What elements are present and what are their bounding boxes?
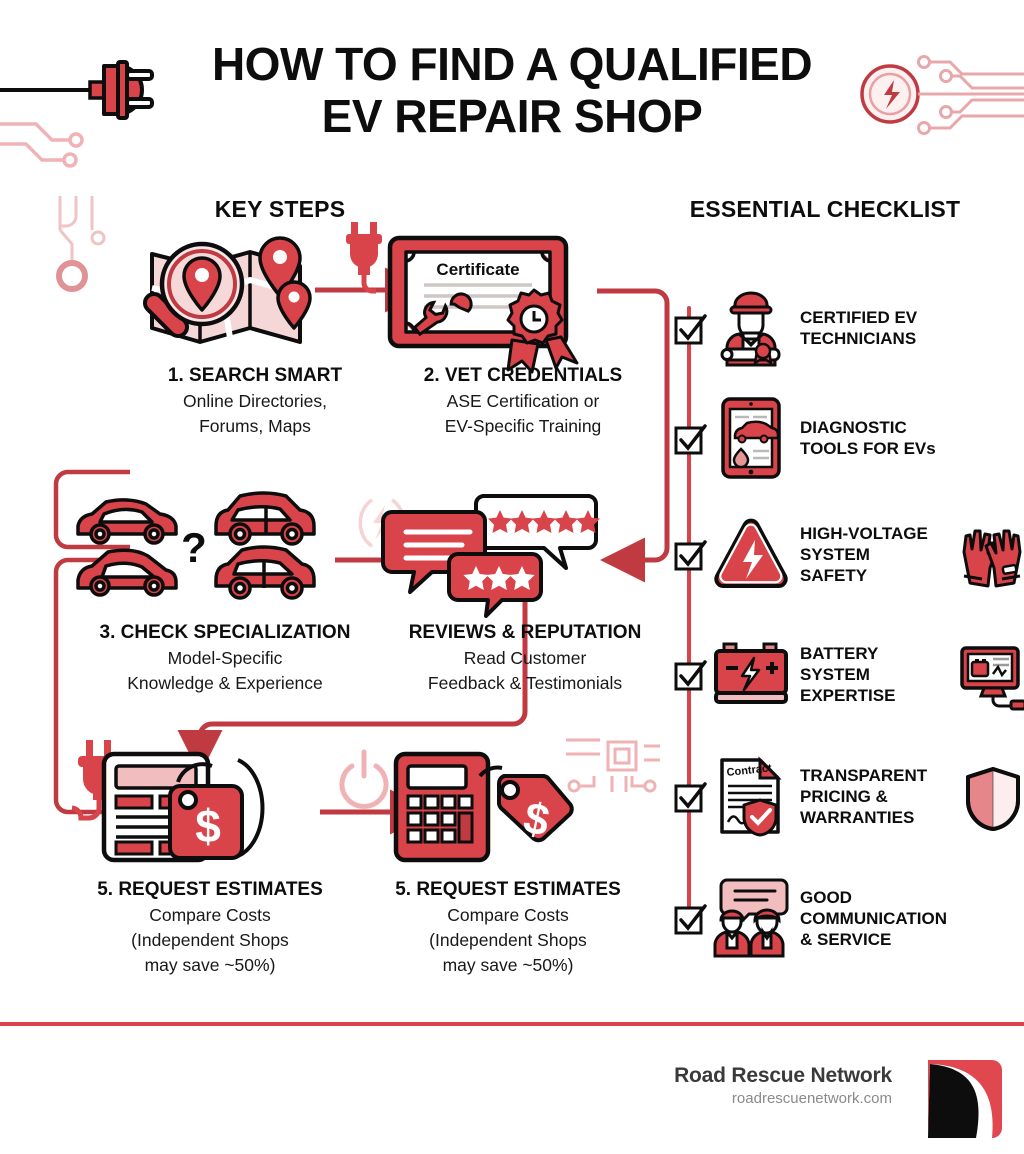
- step-subtitle-line-2: Forums, Maps: [199, 416, 311, 436]
- four-cars-question-mark-icon: ?: [60, 490, 390, 615]
- key-steps-heading: KEY STEPS: [214, 196, 346, 222]
- checklist-item-high-voltage-safety[interactable]: HIGH-VOLTAGE SYSTEM SAFETY: [660, 510, 1024, 598]
- checkbox-icon[interactable]: [674, 781, 707, 813]
- battery-icon: [712, 642, 790, 706]
- checklist-label-line-1: HIGH-VOLTAGE: [800, 523, 928, 543]
- monitor-diagnostic-icon: [956, 646, 1024, 711]
- step-subtitle-line-1: Compare Costs: [447, 905, 569, 925]
- step-card-reviews-reputation: REVIEWS & REPUTATION Read Customer Feedb…: [380, 490, 670, 695]
- certificate-wrench-ribbon-icon: Certificate: [378, 228, 668, 374]
- technician-diploma-icon: [712, 289, 790, 367]
- checkbox-icon[interactable]: [674, 903, 707, 935]
- checklist-label-line-2: TOOLS FOR EVs: [800, 439, 936, 458]
- checklist-spine: [687, 306, 691, 918]
- step-subtitle-line-3: may save ~50%): [144, 955, 276, 975]
- checklist-label-line-3: EXPERTISE: [800, 685, 896, 705]
- step-title: REVIEWS & REPUTATION: [408, 622, 642, 643]
- step-title: 1. SEARCH SMART: [167, 365, 343, 386]
- checklist-label-line-3: SAFETY: [800, 565, 868, 585]
- checkbox-icon[interactable]: [674, 659, 707, 691]
- step-subtitle-line-2: Knowledge & Experience: [127, 673, 323, 693]
- checklist-label-line-2: COMMUNICATION: [800, 908, 947, 928]
- step-subtitle-line-1: ASE Certification or: [446, 391, 600, 411]
- two-people-speech-icon: [712, 878, 790, 958]
- checklist-label-line-1: TRANSPARENT: [800, 765, 928, 785]
- step-card-search-smart: 1. SEARCH SMART Online Directories, Foru…: [110, 228, 400, 438]
- step-title: 5. REQUEST ESTIMATES: [395, 879, 621, 900]
- checklist-label-line-2: TECHNICIANS: [800, 329, 917, 348]
- checklist-label-line-1: BATTERY: [800, 643, 879, 663]
- gear-circuit-watermark-icon: [56, 196, 106, 292]
- checklist-label: TRANSPARENT PRICING & WARRANTIES: [800, 765, 927, 828]
- brand-block: Road Rescue Network roadrescuenetwork.co…: [674, 1064, 892, 1107]
- checklist-label-line-3: WARRANTIES: [800, 807, 915, 827]
- speech-bubbles-stars-icon: [380, 490, 670, 618]
- step-card-check-specialization: ? 3. CHECK SPECIALIZATION Model-Specific…: [60, 490, 390, 695]
- footer: Road Rescue Network roadrescuenetwork.co…: [0, 1050, 1024, 1154]
- footer-divider: [0, 1022, 1024, 1026]
- checklist-item-transparent-pricing[interactable]: Contract TRANSPARENT PRICING & WARRANTIE…: [660, 752, 1024, 840]
- checklist-label-line-2: PRICING &: [800, 786, 888, 806]
- contract-label: Contract: [726, 762, 773, 779]
- step-subtitle-line-2: (Independent Shops: [429, 930, 587, 950]
- power-plug-icon: [0, 52, 160, 172]
- checklist-heading: ESSENTIAL CHECKLIST: [689, 196, 961, 222]
- plug-connector-icon: [340, 222, 390, 294]
- checklist-item-good-communication[interactable]: GOOD COMMUNICATION & SERVICE: [660, 874, 1024, 962]
- lightning-badge-circuit-icon: [854, 44, 1024, 174]
- checklist-label-line-1: CERTIFIED EV: [800, 308, 918, 327]
- step-subtitle-line-3: may save ~50%): [442, 955, 574, 975]
- step-title: 3. CHECK SPECIALIZATION: [99, 622, 351, 643]
- checklist-label-line-1: GOOD: [800, 887, 852, 907]
- question-mark-label: ?: [181, 524, 207, 571]
- road-rescue-network-logo: [922, 1060, 1002, 1138]
- map-magnifier-pin-icon: [110, 228, 400, 358]
- brand-url: roadrescuenetwork.com: [731, 1090, 892, 1107]
- step-subtitle-line-1: Read Customer: [463, 648, 587, 668]
- title-line-1: HOW TO FIND A QUALIFIED: [211, 38, 813, 90]
- checklist-label-line-2: SYSTEM: [800, 544, 870, 564]
- checklist-label-line-2: SYSTEM: [800, 664, 870, 684]
- calculator-dollar-tag-icon: $: [358, 742, 658, 872]
- page-title: HOW TO FIND A QUALIFIED EV REPAIR SHOP: [0, 38, 1024, 142]
- checkbox-icon[interactable]: [674, 313, 707, 345]
- checklist-label: HIGH-VOLTAGE SYSTEM SAFETY: [800, 523, 928, 586]
- checklist-label-line-3: & SERVICE: [800, 929, 892, 949]
- step-subtitle-line-2: EV-Specific Training: [444, 416, 602, 436]
- checklist-item-battery-expertise[interactable]: BATTERY SYSTEM EXPERTISE: [660, 630, 1024, 718]
- title-line-2: EV REPAIR SHOP: [321, 90, 703, 142]
- tablet-diagnostic-icon: [712, 397, 790, 479]
- header: HOW TO FIND A QUALIFIED EV REPAIR SHOP: [0, 0, 1024, 170]
- checklist-label: CERTIFIED EV TECHNICIANS: [800, 307, 917, 349]
- checklist-label: BATTERY SYSTEM EXPERTISE: [800, 643, 895, 706]
- step-card-request-estimates-invoice: $ 5. REQUEST ESTIMATES Compare Costs (In…: [60, 742, 360, 977]
- step-subtitle-line-1: Model-Specific: [167, 648, 283, 668]
- step-subtitle-line-1: Compare Costs: [149, 905, 271, 925]
- checklist-label: DIAGNOSTIC TOOLS FOR EVs: [800, 417, 936, 459]
- shield-icon: [964, 766, 1022, 832]
- certificate-label: Certificate: [436, 260, 519, 279]
- checklist-item-certified-ev-technicians[interactable]: CERTIFIED EV TECHNICIANS: [660, 284, 1024, 372]
- step-card-vet-credentials: Certificate 2. VET CREDENTIALS ASE Certi: [378, 228, 668, 438]
- step-card-request-estimates-calculator: $ 5. REQUEST ESTIMATES Compare Costs (In…: [358, 742, 658, 977]
- step-subtitle-line-2: Feedback & Testimonials: [427, 673, 623, 693]
- checkbox-icon[interactable]: [674, 423, 707, 455]
- checklist-label-line-1: DIAGNOSTIC: [800, 418, 907, 437]
- step-subtitle-line-1: Online Directories,: [183, 391, 327, 411]
- contract-shield-icon: Contract: [712, 756, 790, 837]
- svg-text:$: $: [195, 800, 221, 852]
- essential-checklist: CERTIFIED EV TECHNICIANS: [660, 262, 1024, 962]
- step-title: 5. REQUEST ESTIMATES: [97, 879, 323, 900]
- safety-gloves-icon: [956, 524, 1024, 594]
- invoice-dollar-tag-icon: $: [60, 742, 360, 872]
- hazard-triangle-icon: [712, 518, 790, 590]
- step-title: 2. VET CREDENTIALS: [423, 365, 623, 386]
- checkbox-icon[interactable]: [674, 539, 707, 571]
- brand-name: Road Rescue Network: [674, 1064, 892, 1087]
- step-subtitle-line-2: (Independent Shops: [131, 930, 289, 950]
- checklist-item-diagnostic-tools[interactable]: DIAGNOSTIC TOOLS FOR EVs: [660, 394, 1024, 482]
- checklist-label: GOOD COMMUNICATION & SERVICE: [800, 887, 947, 950]
